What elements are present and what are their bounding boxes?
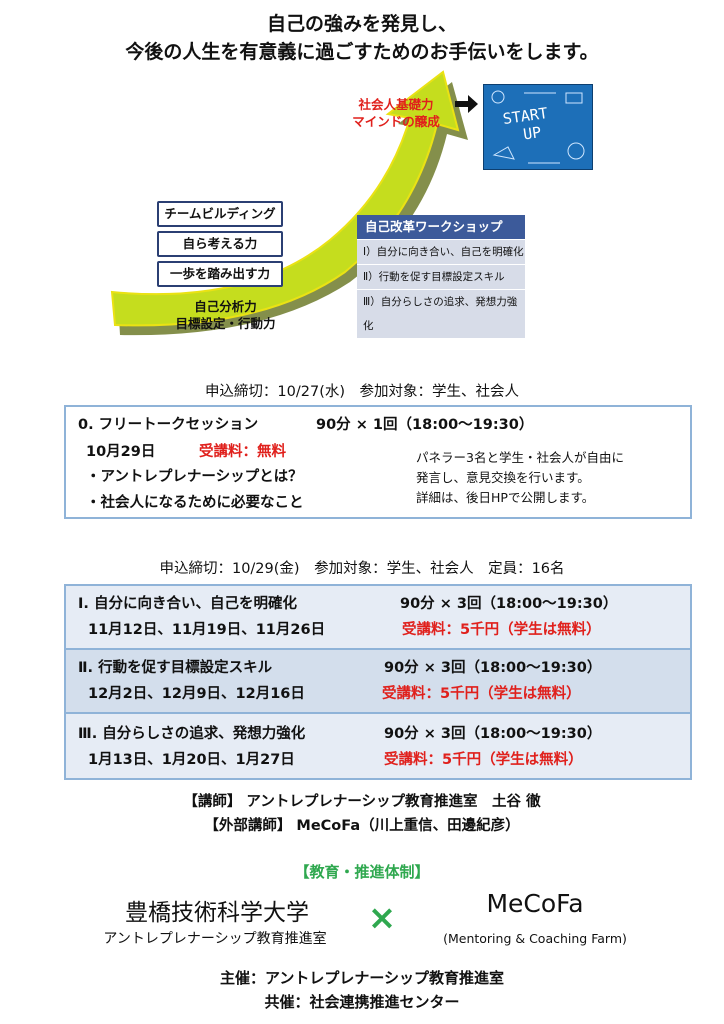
goal-text: 社会人基礎力 マインドの醸成 <box>352 97 440 129</box>
workshop-box: 自己改革ワークショップ Ⅰ）自分に向き合い、自己を明確化 Ⅱ）行動を促す目標設定… <box>357 215 525 338</box>
session-1-title: Ⅰ. 自分に向き合い、自己を明確化 <box>78 596 297 612</box>
free-session-topic-1: ・アントレプレナーシップとは？ <box>86 469 303 485</box>
headline-line2: 今後の人生を有意義に過ごすためのお手伝いをします。 <box>125 41 599 63</box>
step-think-for-yourself: 自ら考える力 <box>157 231 283 257</box>
session-1-fee: 受講料：5千円（学生は無料） <box>402 622 601 638</box>
co-organizer: 共催：社会連携推進センター <box>264 993 460 1011</box>
base-skills: 自己分析力 目標設定・行動力 <box>175 299 276 331</box>
deadline-free-session: 申込締切：10/27(水) 参加対象：学生、社会人 <box>204 384 520 400</box>
free-session-desc-2: 発言し、意見交換を行います。 <box>416 470 590 485</box>
session-2-dates: 12月2日、12月9日、12月16日 <box>88 686 305 702</box>
startup-image-text: START UP <box>501 104 549 144</box>
lecturer-external: 【外部講師】 MeCoFa（川上重信、田邊紀彦） <box>204 818 520 834</box>
session-2-title: Ⅱ. 行動を促す目標設定スキル <box>78 660 273 676</box>
lecturer-internal: 【講師】 アントレプレナーシップ教育推進室 土谷 徹 <box>183 794 541 810</box>
host-info: 主催：アントレプレナーシップ教育推進室 共催：社会連携推進センター <box>0 966 724 1014</box>
partner-name: MeCoFa <box>486 889 584 918</box>
step-team-building: チームビルディング <box>157 201 283 227</box>
right-arrow-icon <box>455 95 478 113</box>
session-3-fee: 受講料：5千円（学生は無料） <box>384 752 583 768</box>
free-session-desc-1: パネラー3名と学生・社会人が自由に <box>416 450 624 465</box>
free-session-desc-3: 詳細は、後日HPで公開します。 <box>416 490 595 505</box>
free-session-fee: 受講料：無料 <box>199 444 286 460</box>
session-3-box: Ⅲ. 自分らしさの追求、発想力強化 90分 × 3回（18:00～19:30） … <box>64 712 692 780</box>
deadline-workshops: 申込締切：10/29(金) 参加対象：学生、社会人 定員：16名 <box>159 561 565 577</box>
session-3-time: 90分 × 3回（18:00～19:30） <box>384 726 602 742</box>
organizer: 主催：アントレプレナーシップ教育推進室 <box>219 969 505 987</box>
free-session-time: 90分 × 1回（18:00～19:30） <box>316 417 534 433</box>
free-session-topic-2: ・社会人になるために必要なこと <box>86 495 304 511</box>
workshop-item-2: Ⅱ）行動を促す目標設定スキル <box>357 264 525 289</box>
session-2-time: 90分 × 3回（18:00～19:30） <box>384 660 602 676</box>
free-session-box: 0. フリートークセッション 90分 × 1回（18:00～19:30） 10月… <box>64 405 692 519</box>
workshop-item-1: Ⅰ）自分に向き合い、自己を明確化 <box>357 239 525 264</box>
lecturers: 【講師】 アントレプレナーシップ教育推進室 土谷 徹 【外部講師】 MeCoFa… <box>0 790 724 838</box>
session-1-time: 90分 × 3回（18:00～19:30） <box>400 596 618 612</box>
workshop-item-3: Ⅲ）自分らしさの追求、発想力強化 <box>357 289 525 338</box>
session-3-title: Ⅲ. 自分らしさの追求、発想力強化 <box>78 726 306 742</box>
free-session-title: 0. フリートークセッション <box>78 417 259 433</box>
workshop-title: 自己改革ワークショップ <box>357 215 525 239</box>
free-session-date: 10月29日 <box>86 444 156 460</box>
session-2-fee: 受講料：5千円（学生は無料） <box>382 686 581 702</box>
cross-icon: × <box>367 898 397 938</box>
startup-image: START UP <box>483 84 593 170</box>
university-name: 豊橋技術科学大学 <box>125 900 309 926</box>
session-1-box: Ⅰ. 自分に向き合い、自己を明確化 90分 × 3回（18:00～19:30） … <box>64 584 692 648</box>
session-3-dates: 1月13日、1月20日、1月27日 <box>88 752 295 768</box>
university-office: アントレプレナーシップ教育推進室 <box>103 931 327 947</box>
headline-line1: 自己の強みを発見し、 <box>266 13 457 35</box>
step-take-first-step: 一歩を踏み出す力 <box>157 261 283 287</box>
headline: 自己の強みを発見し、 今後の人生を有意義に過ごすためのお手伝いをします。 <box>0 10 724 66</box>
system-title: 【教育・推進体制】 <box>294 863 430 881</box>
session-2-box: Ⅱ. 行動を促す目標設定スキル 90分 × 3回（18:00～19:30） 12… <box>64 648 692 712</box>
startup-doodle-icons <box>491 90 585 164</box>
partner-full-name: (Mentoring & Coaching Farm) <box>443 931 627 946</box>
session-1-dates: 11月12日、11月19日、11月26日 <box>88 622 326 638</box>
